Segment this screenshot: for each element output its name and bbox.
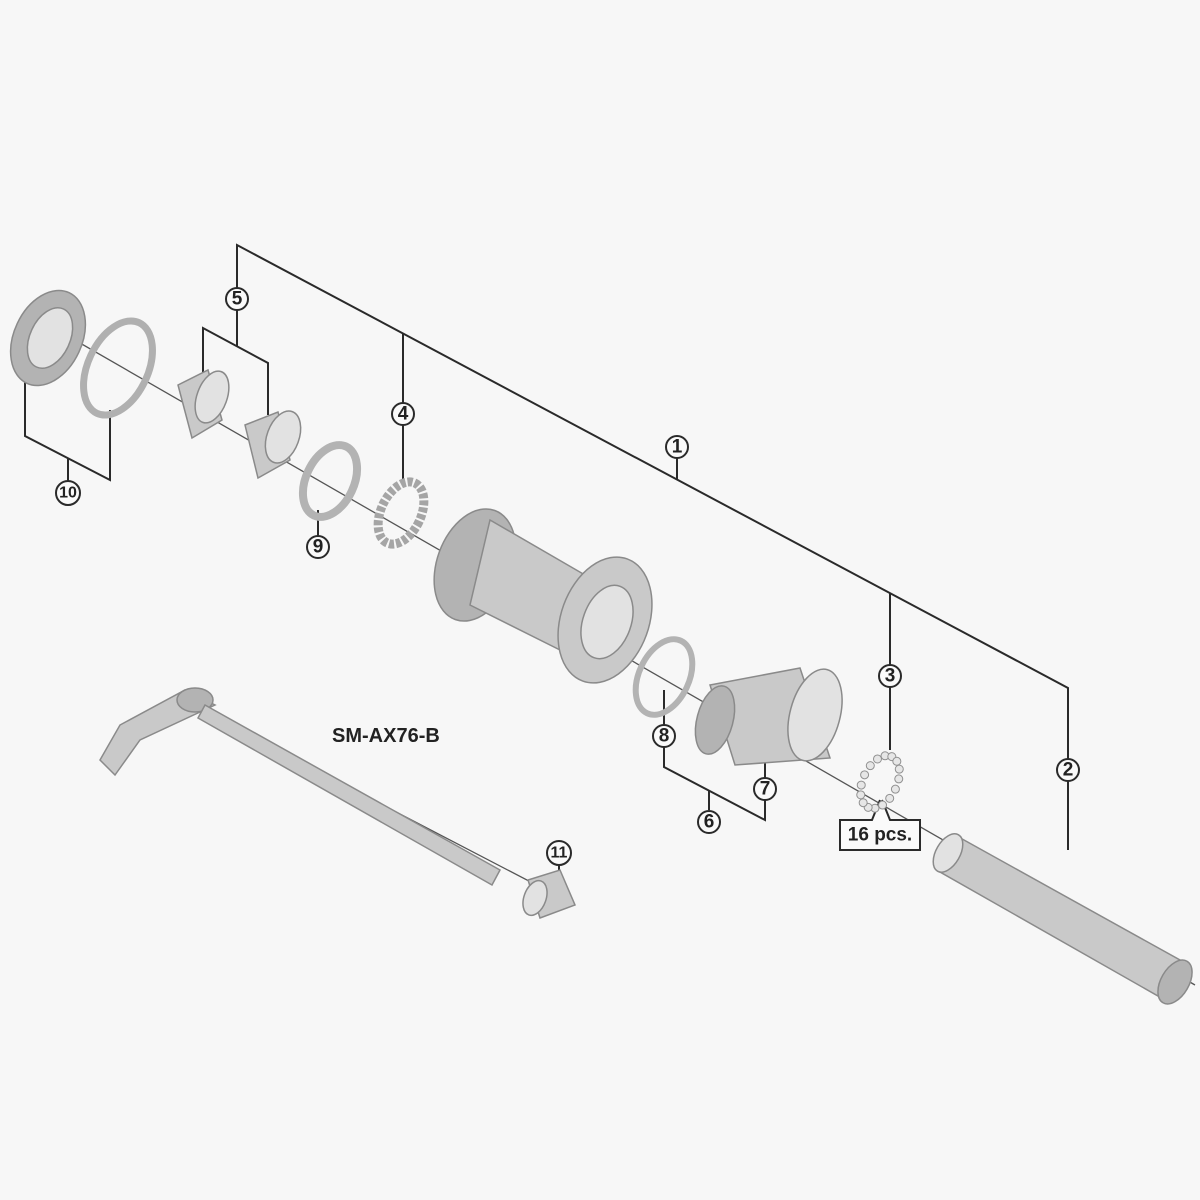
callout-4: 4 [391,402,415,426]
svg-text:7: 7 [760,779,771,800]
part-5-cone-left [177,368,230,440]
svg-text:1: 1 [672,437,683,458]
svg-text:10: 10 [59,485,77,502]
bearing-ball [872,754,882,764]
svg-text:2: 2 [1063,760,1074,781]
part-10-spacer-ring [80,317,156,419]
part-11-axle-nut [522,869,576,919]
bracket-5 [202,326,269,415]
callout-5: 5 [225,287,249,311]
part-9-washer [298,441,362,521]
quantity-note: 16 pcs. [848,825,912,846]
leader-1-2 [236,243,1069,850]
bearing-ball [894,774,904,784]
model-label: SM-AX76-B [332,725,440,747]
callout-11: 11 [546,840,572,866]
callout-8: 8 [652,724,676,748]
svg-text:4: 4 [398,404,409,425]
bearing-ball [856,790,866,800]
bearing-ball [865,761,875,771]
callout-10: 10 [55,480,81,506]
bearing-ball [878,800,888,810]
bearing-ball [858,798,868,808]
thru-axle-lever [99,687,502,887]
bearing-ball [890,784,900,794]
callout-1: 1 [665,435,689,459]
quantity-box-frame [839,799,921,851]
svg-text:11: 11 [551,845,568,862]
part-8-washer [632,636,696,718]
callout-2: 2 [1056,758,1080,782]
part-2-hub-axle [932,833,1193,1005]
callout-3: 3 [878,664,902,688]
part-3-bearing-balls [856,751,904,813]
callout-7: 7 [753,777,777,801]
svg-text:3: 3 [885,666,896,687]
part-7-freehub-body [694,667,843,766]
part-10-lockring [9,289,87,387]
svg-text:9: 9 [313,537,324,558]
part-4-ball-retainer [373,477,429,549]
bearing-ball [856,780,866,790]
bearing-ball [894,764,904,774]
callout-6: 6 [697,810,721,834]
part-5-cone-right [244,410,302,480]
svg-text:6: 6 [704,812,715,833]
bearing-ball [860,770,870,780]
bearing-ball [892,756,902,766]
bearing-ball [885,793,895,803]
svg-text:8: 8 [659,726,670,747]
callout-9: 9 [306,535,330,559]
hub-body [433,508,653,684]
svg-text:5: 5 [232,289,243,310]
